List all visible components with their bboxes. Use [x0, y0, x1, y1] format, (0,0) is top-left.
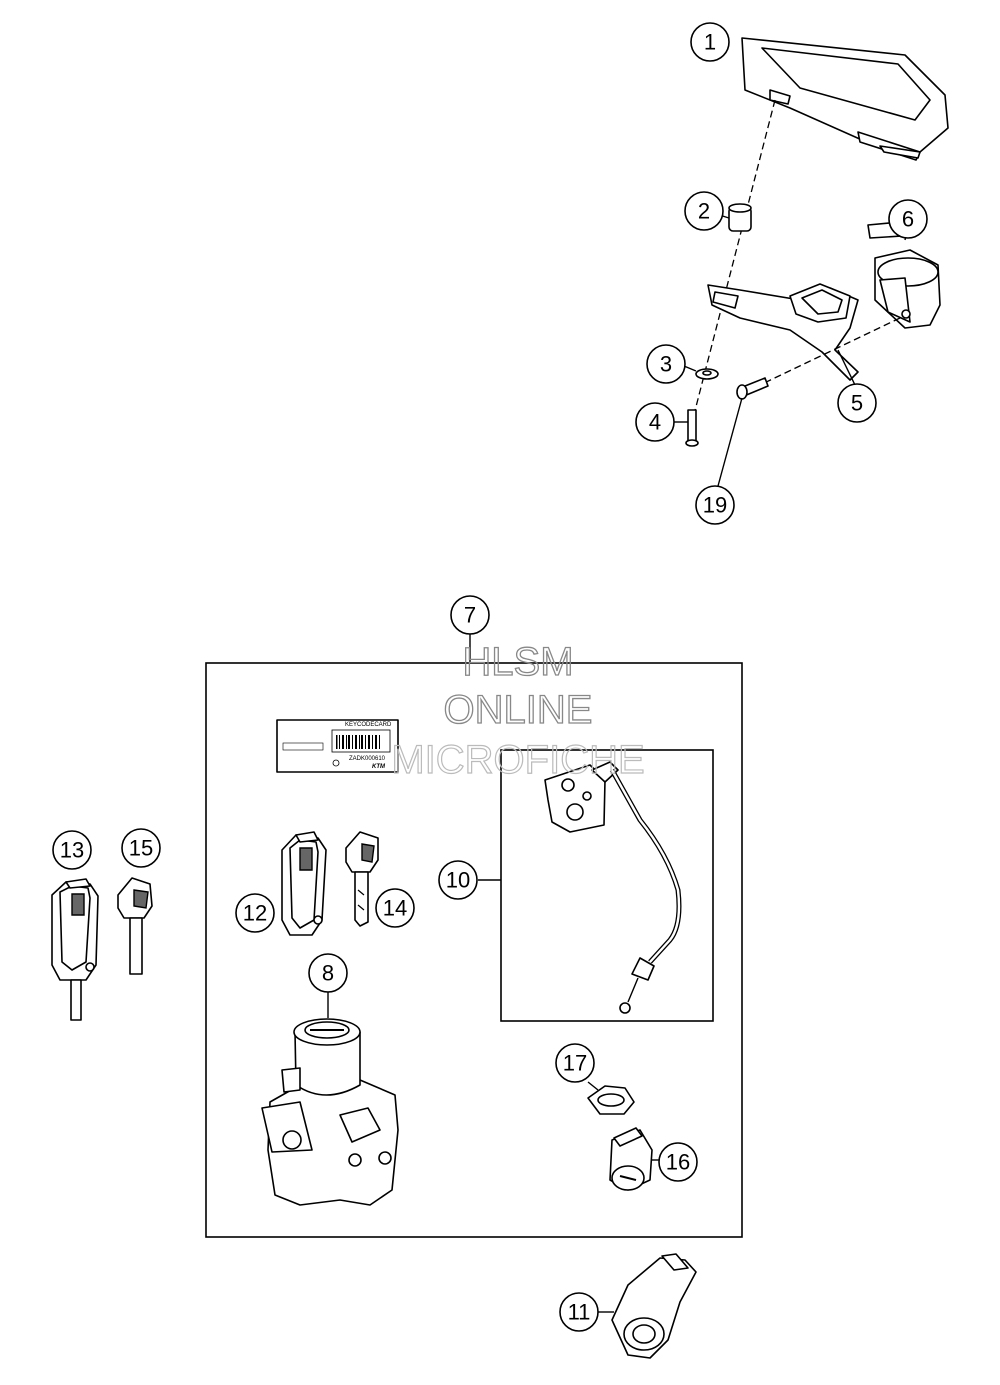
callout-14: 14: [375, 888, 415, 928]
svg-text:5: 5: [851, 391, 863, 416]
spare-key-14: [345, 831, 379, 927]
callout-1: 1: [690, 22, 730, 62]
svg-text:19: 19: [703, 493, 727, 518]
kit-frame: [205, 662, 743, 1238]
callout-7: 7: [450, 595, 490, 635]
key-code-card: KEYCODECARD ZADK000610 KTM: [276, 719, 399, 773]
callout-5: 5: [837, 383, 877, 423]
card-brand: KTM: [372, 764, 386, 770]
handlebar-clamp: [867, 221, 941, 329]
watermark-line3: MICROFICHE: [391, 738, 644, 782]
dashboard-display: [741, 37, 949, 161]
washer: [695, 368, 719, 380]
callout-8: 8: [308, 953, 348, 993]
lock-cylinder: [609, 1127, 653, 1191]
card-code: ZADK000610: [349, 756, 386, 762]
key-fob-13: [51, 878, 99, 1021]
watermark-line2: ONLINE: [444, 688, 593, 732]
sleeve: [685, 409, 699, 447]
svg-text:6: 6: [902, 207, 914, 232]
callout-15: 15: [121, 828, 161, 868]
svg-text:11: 11: [568, 1300, 591, 1325]
cable-subframe: [500, 749, 714, 1022]
callout-3: 3: [646, 344, 686, 384]
key-fob-12: [281, 831, 327, 936]
hex-nut: [587, 1085, 635, 1115]
svg-text:12: 12: [243, 901, 267, 926]
callout-12: 12: [235, 893, 275, 933]
svg-text:3: 3: [660, 352, 672, 377]
svg-text:14: 14: [383, 896, 407, 921]
svg-text:7: 7: [464, 603, 476, 628]
svg-text:13: 13: [60, 838, 84, 863]
screw: [736, 377, 769, 400]
spare-key-15: [117, 877, 153, 975]
callout-6: 6: [888, 199, 928, 239]
svg-text:2: 2: [698, 199, 710, 224]
callout-2: 2: [684, 191, 724, 231]
lock-cable: [544, 761, 682, 1014]
svg-text:15: 15: [129, 836, 153, 861]
ignition-lock: [261, 1018, 399, 1206]
svg-text:10: 10: [446, 868, 470, 893]
callout-4: 4: [635, 402, 675, 442]
rubber-bushing: [728, 203, 752, 232]
callout-11: 11: [559, 1292, 599, 1332]
callout-13: 13: [52, 830, 92, 870]
svg-text:17: 17: [563, 1051, 587, 1076]
svg-text:16: 16: [666, 1150, 690, 1175]
lock-cover: [611, 1253, 697, 1359]
watermark: HLSM ONLINE MICROFICHE: [391, 639, 646, 782]
barcode: [336, 735, 380, 749]
callout-10: 10: [438, 860, 478, 900]
svg-text:8: 8: [322, 961, 334, 986]
holder-bracket: [707, 283, 859, 381]
svg-text:1: 1: [704, 30, 716, 55]
watermark-line1: HLSM: [462, 640, 573, 684]
callout-19: 19: [695, 485, 735, 525]
card-title: KEYCODECARD: [345, 722, 392, 728]
callout-16: 16: [658, 1142, 698, 1182]
svg-text:4: 4: [649, 410, 661, 435]
callout-17: 17: [555, 1043, 595, 1083]
